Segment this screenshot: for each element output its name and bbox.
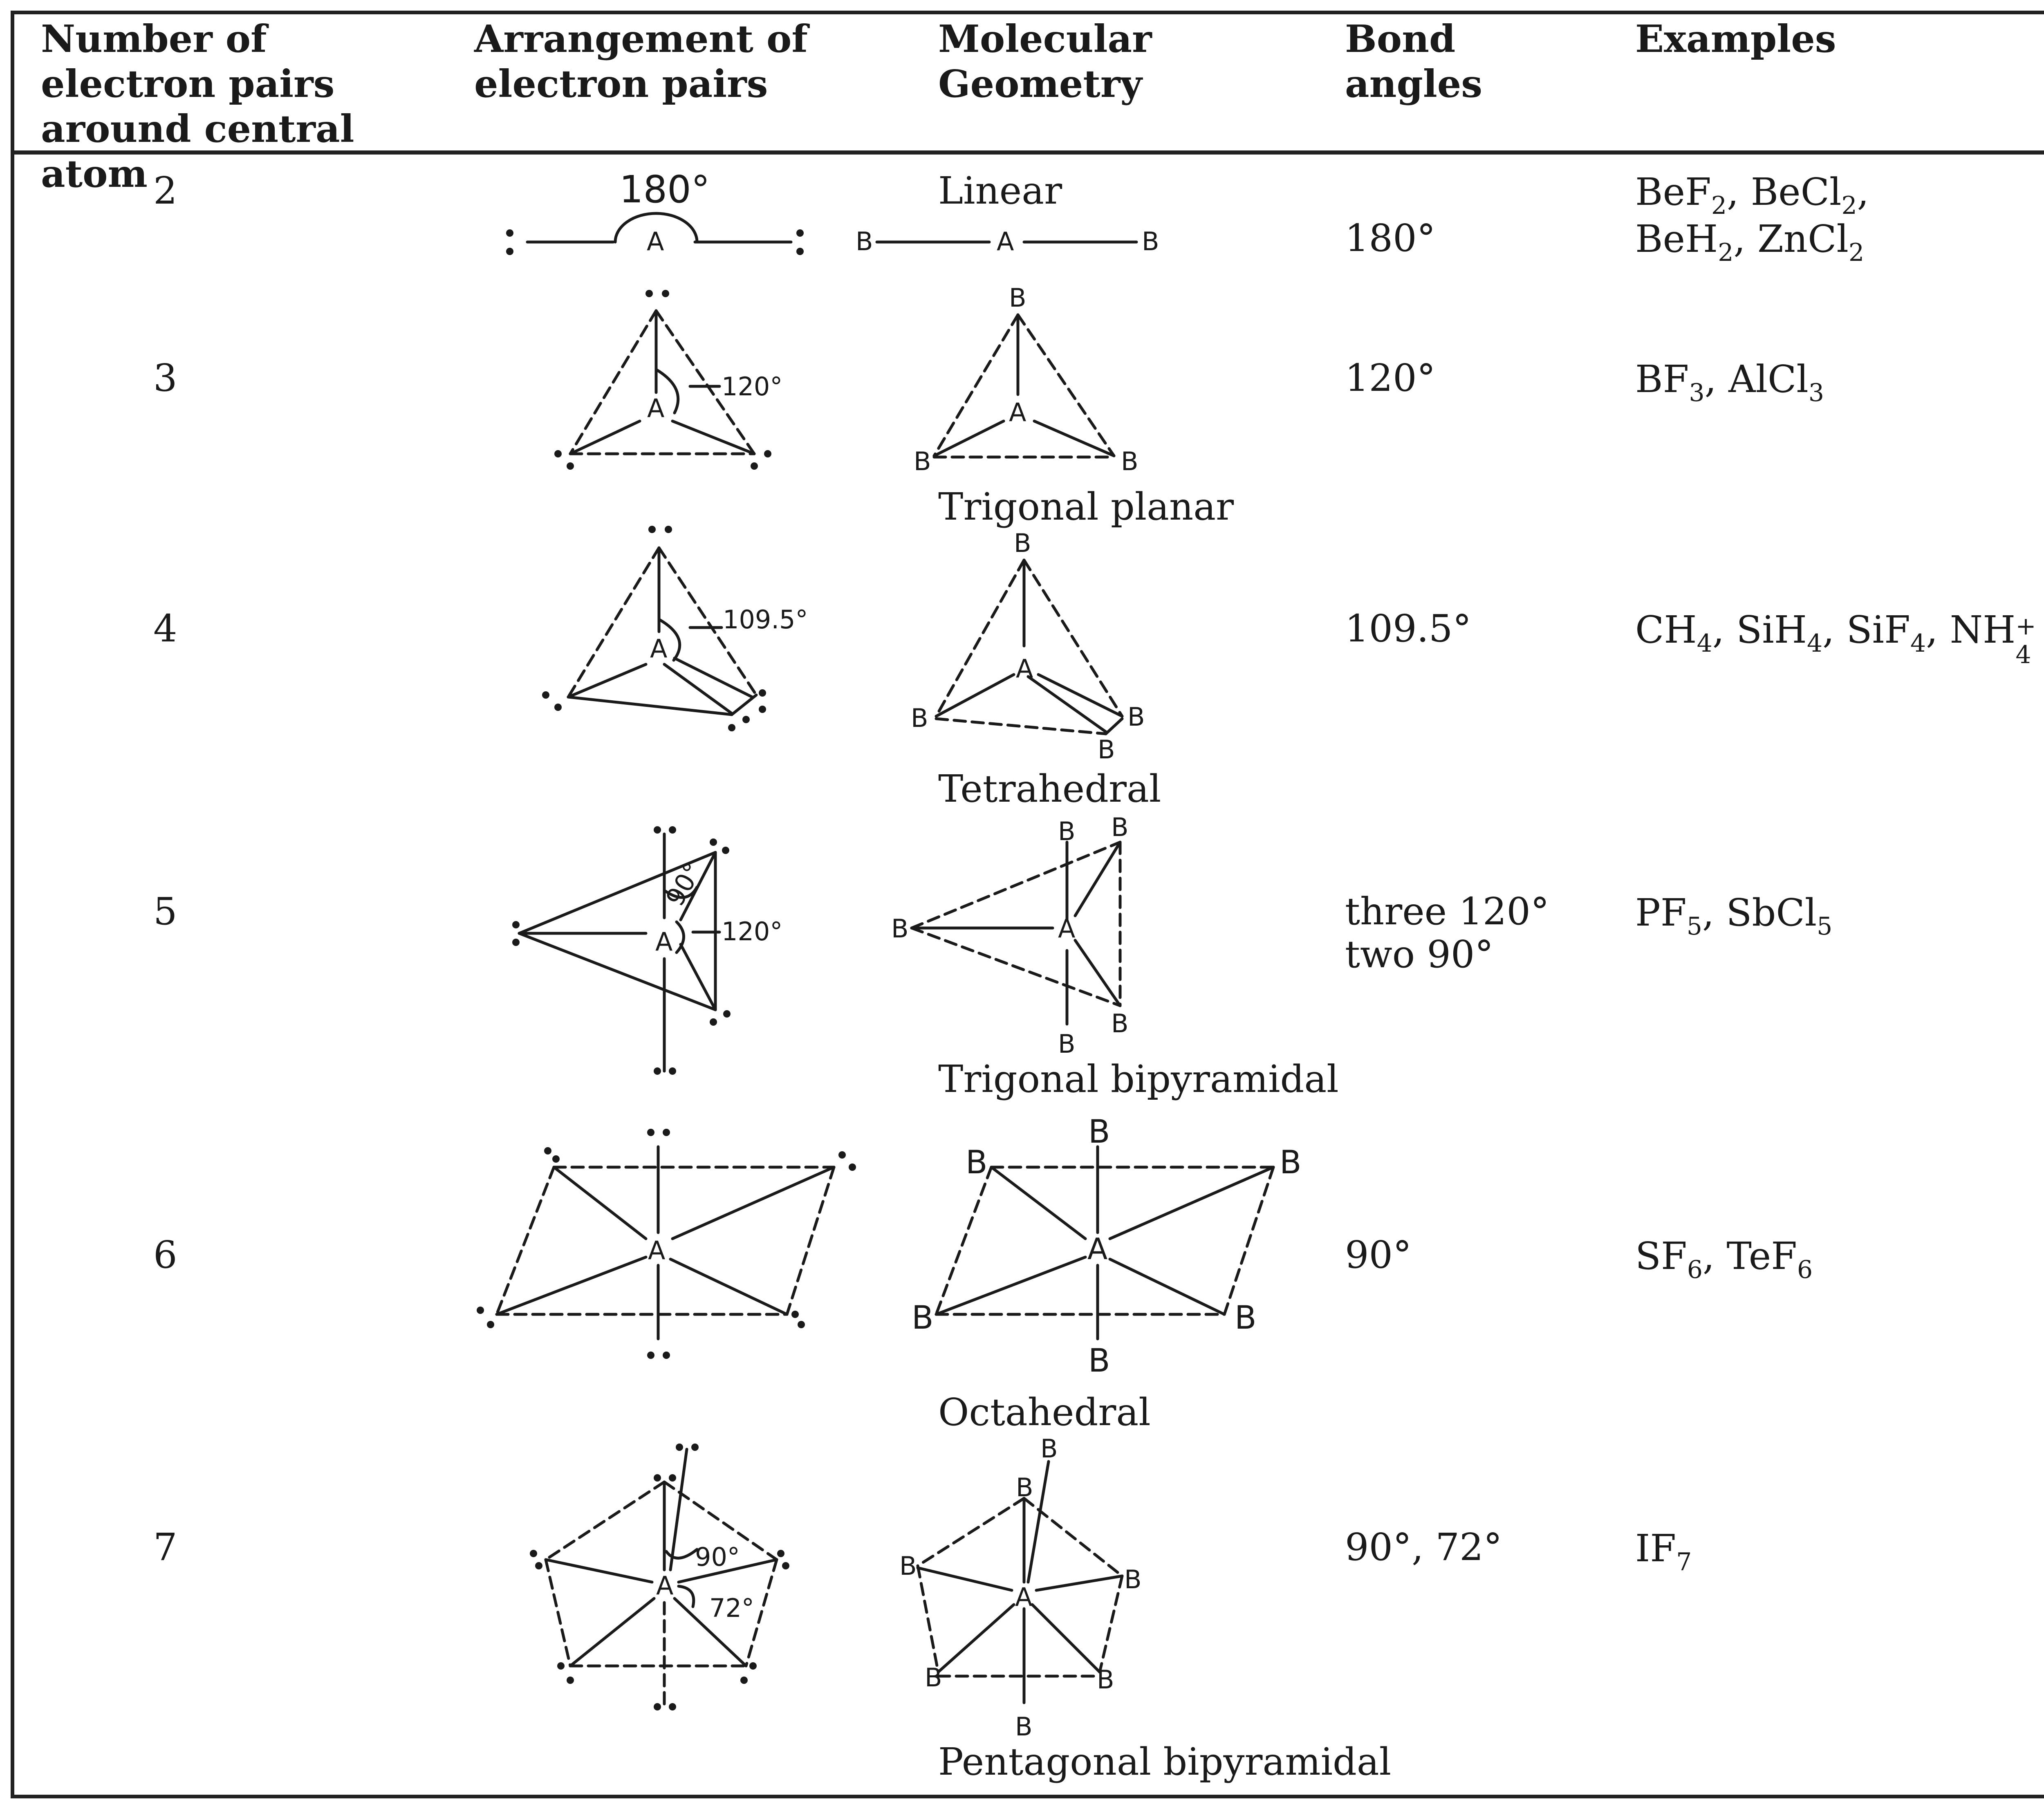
central-atom-label: A	[997, 226, 1014, 256]
arrangement-octahedral	[495, 1145, 836, 1340]
pairs-count: 4	[153, 607, 177, 650]
central-atom-label: A	[647, 226, 664, 256]
header-molecular-geometry: Molecular Geometry	[938, 17, 1152, 106]
central-atom-label: A	[655, 927, 672, 957]
angle-label: 72°	[709, 1593, 754, 1623]
central-atom-label: A	[1087, 1232, 1107, 1266]
bonded-atom-label: B	[1111, 1009, 1129, 1038]
pairs-count: 2	[153, 169, 177, 213]
angle-label: 109.5°	[723, 605, 808, 634]
lone-pair-dots	[477, 229, 856, 1710]
bonded-atom-label: B	[1235, 1300, 1257, 1336]
arrangement-pentagonal-bipyramidal	[544, 1448, 778, 1708]
central-atom-label: A	[1058, 914, 1075, 944]
bond-angle: 180°	[1345, 216, 1436, 260]
header-electron-pairs: Number of electron pairs around central …	[41, 17, 354, 196]
geometry-name: Octahedral	[938, 1390, 1151, 1434]
bonded-atom-label: B	[1058, 816, 1076, 846]
header-bond-angles: Bond angles	[1345, 17, 1483, 106]
header-divider	[11, 150, 2044, 155]
examples: CH4, SiH4, SiF4, NH+4	[1635, 608, 2036, 669]
examples: BeF2, BeCl2, BeH2, ZnCl2	[1635, 170, 1869, 267]
bonded-atom-label: B	[1016, 1473, 1033, 1502]
pairs-count: 6	[153, 1233, 177, 1277]
geometry-octahedral	[935, 1145, 1275, 1340]
bonded-atom-label: B	[914, 446, 931, 476]
bonded-atom-label: B	[1280, 1144, 1302, 1181]
arrangement-linear	[526, 212, 793, 244]
pairs-count: 5	[153, 890, 177, 933]
geometry-trigonal-bipyramidal	[910, 841, 1122, 1026]
angle-label: 90°	[660, 857, 708, 911]
bonded-atom-label: B	[1121, 446, 1139, 476]
table-frame	[11, 11, 2044, 1798]
bonded-atom-label: B	[1058, 1029, 1076, 1059]
geometry-name: Pentagonal bipyramidal	[938, 1740, 1392, 1784]
angle-label: 180°	[619, 168, 710, 211]
geometry-name: Trigonal bipyramidal	[938, 1057, 1339, 1101]
geometry-tetrahedral	[935, 558, 1124, 735]
bonded-atom-label: B	[1142, 226, 1159, 256]
bonded-atom-label: B	[899, 1551, 917, 1581]
header-arrangement: Arrangement of electron pairs	[474, 17, 808, 106]
bonded-atom-label: B	[1088, 1114, 1110, 1150]
bond-angle: 109.5°	[1345, 607, 1472, 650]
geometry-name: Linear	[938, 169, 1062, 213]
bonded-atom-label: B	[912, 1300, 934, 1336]
central-atom-label: A	[656, 1571, 673, 1601]
examples: SF6, TeF6	[1635, 1234, 1813, 1284]
bond-angle: 90°	[1345, 1233, 1412, 1277]
bonded-atom-label: B	[1111, 812, 1129, 842]
bonded-atom-label: B	[1015, 1712, 1033, 1742]
central-atom-label: A	[1015, 1582, 1032, 1612]
bonded-atom-label: B	[1098, 735, 1115, 764]
arrangement-trigonal-bipyramidal	[518, 832, 721, 1073]
bond-angle: 120°	[1345, 356, 1436, 400]
pairs-count: 7	[153, 1525, 177, 1569]
bonded-atom-label: B	[856, 226, 873, 256]
central-atom-label: A	[648, 1235, 665, 1265]
pairs-count: 3	[153, 356, 177, 400]
geometry-name: Tetrahedral	[938, 767, 1161, 811]
bonded-atom-label: B	[911, 703, 928, 733]
examples: IF7	[1635, 1527, 1692, 1576]
angle-label: 90°	[695, 1542, 740, 1572]
bonded-atom-label: B	[966, 1144, 988, 1181]
bonded-atom-label: B	[1088, 1343, 1110, 1379]
geometry-trigonal-planar	[932, 313, 1116, 459]
central-atom-label: A	[647, 393, 664, 423]
bonded-atom-label: B	[891, 914, 909, 944]
header-examples: Examples	[1635, 17, 1836, 61]
bond-angle-secondary: two 90°	[1345, 933, 1494, 976]
angle-label: 120°	[722, 372, 782, 401]
bonded-atom-label: B	[925, 1663, 942, 1692]
bond-angle: three 120°	[1345, 890, 1549, 933]
arrangement-tetrahedral	[567, 546, 758, 716]
examples: BF3, AlCl3	[1635, 357, 1824, 407]
geometry-name: Trigonal planar	[938, 485, 1234, 529]
angle-label: 120°	[722, 917, 782, 946]
central-atom-label: A	[1016, 654, 1033, 684]
bonded-atom-label: B	[1014, 528, 1031, 558]
bonded-atom-label: B	[1009, 283, 1026, 313]
bonded-atom-label: B	[1127, 702, 1145, 732]
bonded-atom-label: B	[1097, 1665, 1114, 1695]
bonded-atom-label: B	[1124, 1565, 1142, 1594]
arrangement-trigonal-planar	[569, 309, 756, 455]
examples: PF5, SbCl5	[1635, 891, 1833, 941]
central-atom-label: A	[650, 634, 667, 664]
bond-angle: 90°, 72°	[1345, 1525, 1502, 1569]
central-atom-label: A	[1009, 397, 1026, 427]
geometry-pentagonal-bipyramidal	[916, 1460, 1124, 1704]
bonded-atom-label: B	[1040, 1434, 1058, 1464]
